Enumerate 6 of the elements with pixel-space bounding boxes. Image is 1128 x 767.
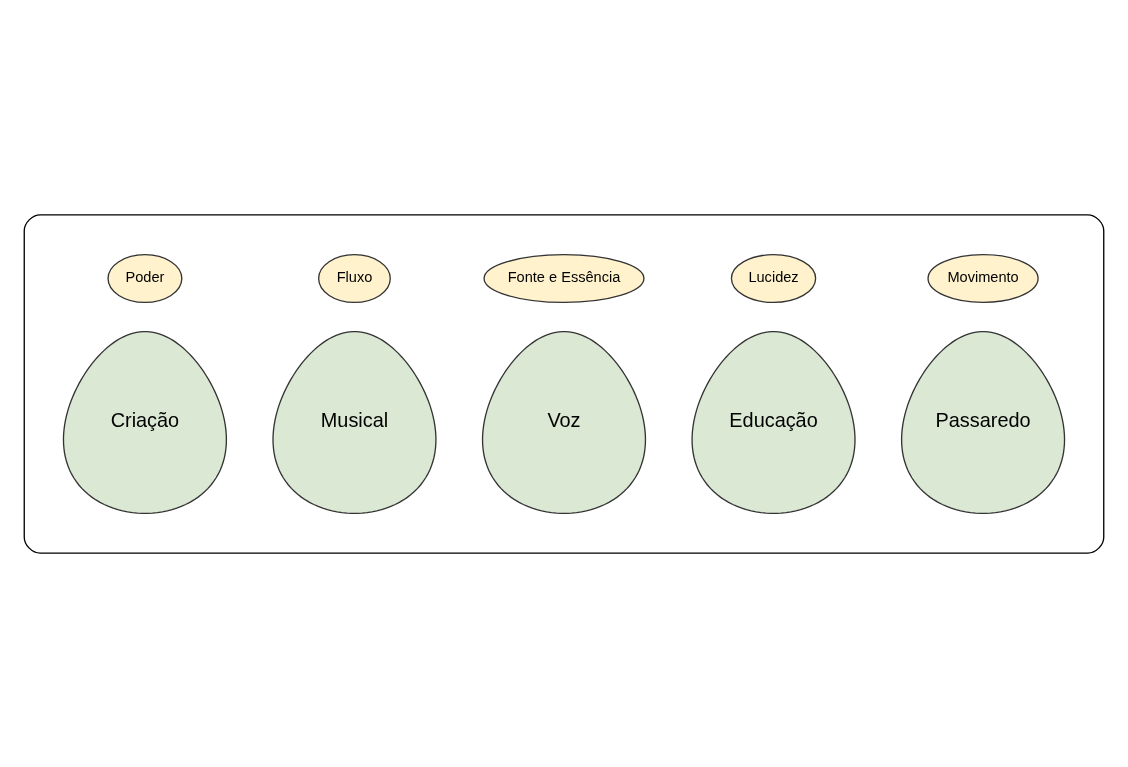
node-ellipse: Lucidez [730, 253, 817, 303]
node-ellipse: Movimento [927, 253, 1039, 303]
node-ellipse: Fonte e Essência [483, 253, 645, 303]
cluster [23, 213, 1105, 554]
node-ellipse: Poder [107, 253, 183, 303]
node-ellipse: Fluxo [318, 253, 391, 303]
